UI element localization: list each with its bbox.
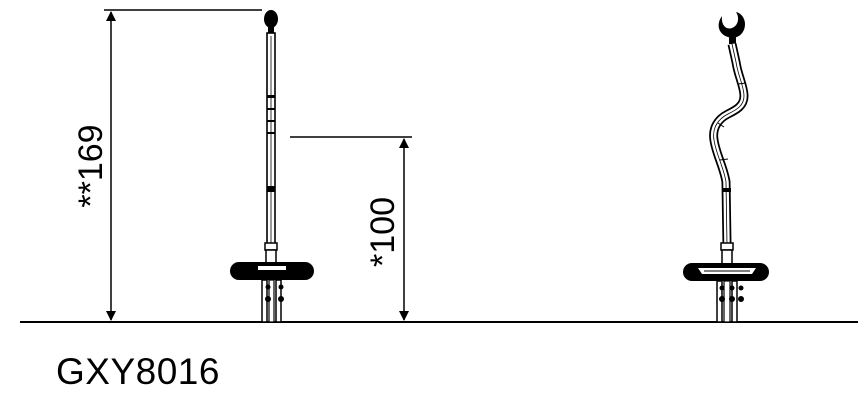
equipment-front-view (230, 10, 314, 323)
equipment-side-view (683, 12, 769, 323)
seat-height-label: *100 (364, 197, 402, 267)
front-seat (230, 262, 314, 280)
total-height-label: **169 (72, 124, 110, 207)
total-height-dimension: **169 (72, 9, 262, 321)
model-code: GXY8016 (56, 351, 220, 392)
side-top-handle (718, 12, 745, 38)
seat-height-dimension: *100 (290, 136, 412, 321)
front-top-knob (264, 10, 278, 28)
